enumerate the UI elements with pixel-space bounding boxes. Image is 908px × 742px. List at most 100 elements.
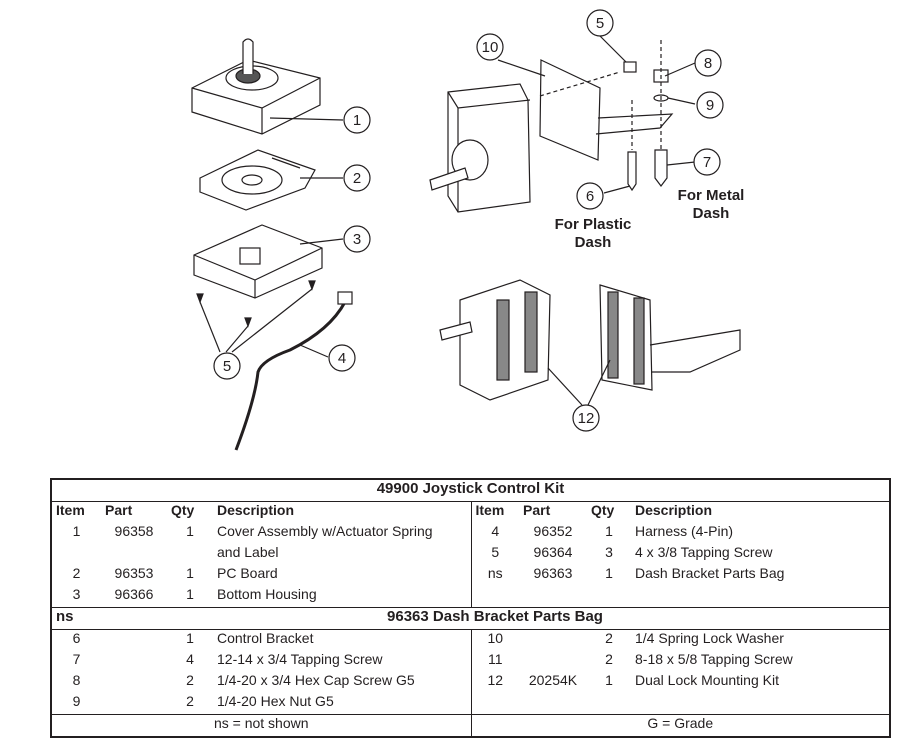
header-qty: Qty — [171, 502, 195, 518]
item-cell: 6 — [72, 630, 81, 646]
callout-7: 7 — [693, 148, 721, 176]
item-cell: 4 — [470, 523, 519, 544]
footer-row: ns = not shown G = Grade — [51, 714, 890, 737]
table-row: 6 1 Control Bracket 10 2 1/4 Spring Lock… — [51, 629, 890, 652]
description-cell: 8-18 x 5/8 Tapping Screw — [635, 651, 793, 667]
part-cell: 96353 — [114, 565, 154, 581]
callout-number: 6 — [586, 188, 594, 205]
item-cell: 10 — [470, 629, 519, 651]
callout-number: 3 — [353, 231, 361, 248]
description-cell: Harness (4-Pin) — [635, 523, 734, 539]
item-cell: 5 — [470, 544, 519, 565]
callout-number: 2 — [353, 170, 361, 187]
item-cell: 11 — [470, 651, 519, 672]
header-item: Item — [470, 501, 519, 523]
footer-ns-note: ns = not shown — [51, 714, 471, 737]
item-cell: 7 — [72, 651, 81, 667]
note-plastic-line2: Dash — [574, 234, 612, 251]
callout-number: 1 — [353, 112, 361, 129]
header-description: Description — [635, 502, 713, 518]
callout-5: 5 — [213, 352, 241, 380]
leader-lines — [269, 35, 696, 245]
callout-8: 8 — [694, 49, 722, 77]
part-cell: 96363 — [533, 565, 573, 581]
header-item: Item — [56, 502, 85, 518]
item-cell: 12 — [470, 672, 519, 693]
callout-3: 3 — [343, 225, 371, 253]
part-cell — [101, 693, 167, 715]
note-plastic-line1: For Plastic — [554, 216, 632, 233]
description-cell: Control Bracket — [217, 630, 314, 646]
description-cell: 1/4-20 Hex Nut G5 — [217, 693, 334, 709]
part-cell: 96352 — [533, 523, 573, 539]
table-row: 7 4 12-14 x 3/4 Tapping Screw 11 2 8-18 … — [51, 651, 890, 672]
part-cell: 96364 — [533, 544, 573, 560]
header-part: Part — [523, 502, 551, 518]
callout-number: 5 — [596, 15, 604, 32]
qty-cell: 2 — [186, 672, 194, 688]
description-cell: 4 x 3/8 Tapping Screw — [635, 544, 773, 560]
callout-number: 9 — [706, 97, 714, 114]
part-cell — [101, 630, 167, 652]
part-cell: 96358 — [114, 523, 154, 539]
description-cell: PC Board — [217, 565, 278, 581]
callout-number: 8 — [704, 55, 712, 72]
bottom-housing-drawing — [193, 224, 323, 299]
description-cell: 1/4-20 x 3/4 Hex Cap Screw G5 — [217, 672, 415, 688]
callout-number: 10 — [482, 39, 499, 56]
note-metal-line2: Dash — [692, 205, 730, 222]
note-metal-line1: For Metal — [677, 187, 745, 204]
item-cell: 2 — [72, 565, 81, 581]
dual-lock-drawing — [439, 279, 741, 406]
joystick-side-drawing — [429, 59, 674, 213]
item-cell: 8 — [72, 672, 81, 688]
section-header-row: ns 96363 Dash Bracket Parts Bag — [51, 607, 890, 630]
callout-1: 1 — [343, 106, 371, 134]
hardware-drawing — [623, 40, 669, 192]
callout-10: 10 — [476, 33, 504, 61]
callout-4: 4 — [328, 344, 356, 372]
bag-title: 96363 Dash Bracket Parts Bag — [101, 607, 890, 630]
part-cell — [101, 672, 167, 693]
qty-cell: 1 — [186, 586, 194, 602]
header-qty: Qty — [591, 502, 615, 518]
section-ns-label: ns — [51, 607, 101, 630]
table-row: 1 96358 1 Cover Assembly w/Actuator Spri… — [51, 523, 890, 544]
note-metal-dash: For Metal Dash — [668, 187, 754, 223]
callout-12: 12 — [572, 404, 600, 432]
description-cell: Bottom Housing — [217, 586, 317, 602]
qty-cell: 3 — [605, 544, 613, 560]
parts-table: 49900 Joystick Control Kit Item Part Qty… — [50, 478, 891, 738]
callout-6: 6 — [576, 182, 604, 210]
qty-cell: 1 — [605, 672, 613, 688]
description-cell-continued: and Label — [217, 544, 279, 560]
description-cell: Dash Bracket Parts Bag — [635, 565, 785, 581]
part-cell: 20254K — [528, 672, 578, 688]
item-cell: ns — [470, 565, 519, 586]
qty-cell: 1 — [186, 630, 194, 646]
description-cell: 1/4 Spring Lock Washer — [635, 630, 784, 646]
cover-assembly-drawing — [191, 38, 321, 135]
callout-number: 4 — [338, 350, 346, 367]
callout-2: 2 — [343, 164, 371, 192]
qty-cell: 1 — [186, 523, 194, 539]
part-cell — [519, 630, 587, 652]
tapping-screws-drawing — [196, 280, 316, 353]
kit-title: 49900 Joystick Control Kit — [51, 479, 890, 502]
header-part: Part — [105, 502, 133, 518]
table-row: 8 2 1/4-20 x 3/4 Hex Cap Screw G5 12 202… — [51, 672, 890, 693]
table-row: 2 96353 1 PC Board ns 96363 1 Dash Brack… — [51, 565, 890, 586]
qty-cell: 1 — [605, 523, 613, 539]
part-cell — [519, 651, 587, 672]
qty-cell: 2 — [605, 630, 613, 646]
callout-number: 7 — [703, 154, 711, 171]
table-row: 3 96366 1 Bottom Housing — [51, 586, 890, 608]
part-cell: 96366 — [114, 586, 154, 602]
item-cell: 3 — [72, 586, 81, 602]
description-cell: 12-14 x 3/4 Tapping Screw — [217, 651, 383, 667]
table-row: 9 2 1/4-20 Hex Nut G5 — [51, 693, 890, 715]
description-cell: Cover Assembly w/Actuator Spring — [217, 523, 433, 539]
table-row: and Label 5 96364 3 4 x 3/8 Tapping Scre… — [51, 544, 890, 565]
